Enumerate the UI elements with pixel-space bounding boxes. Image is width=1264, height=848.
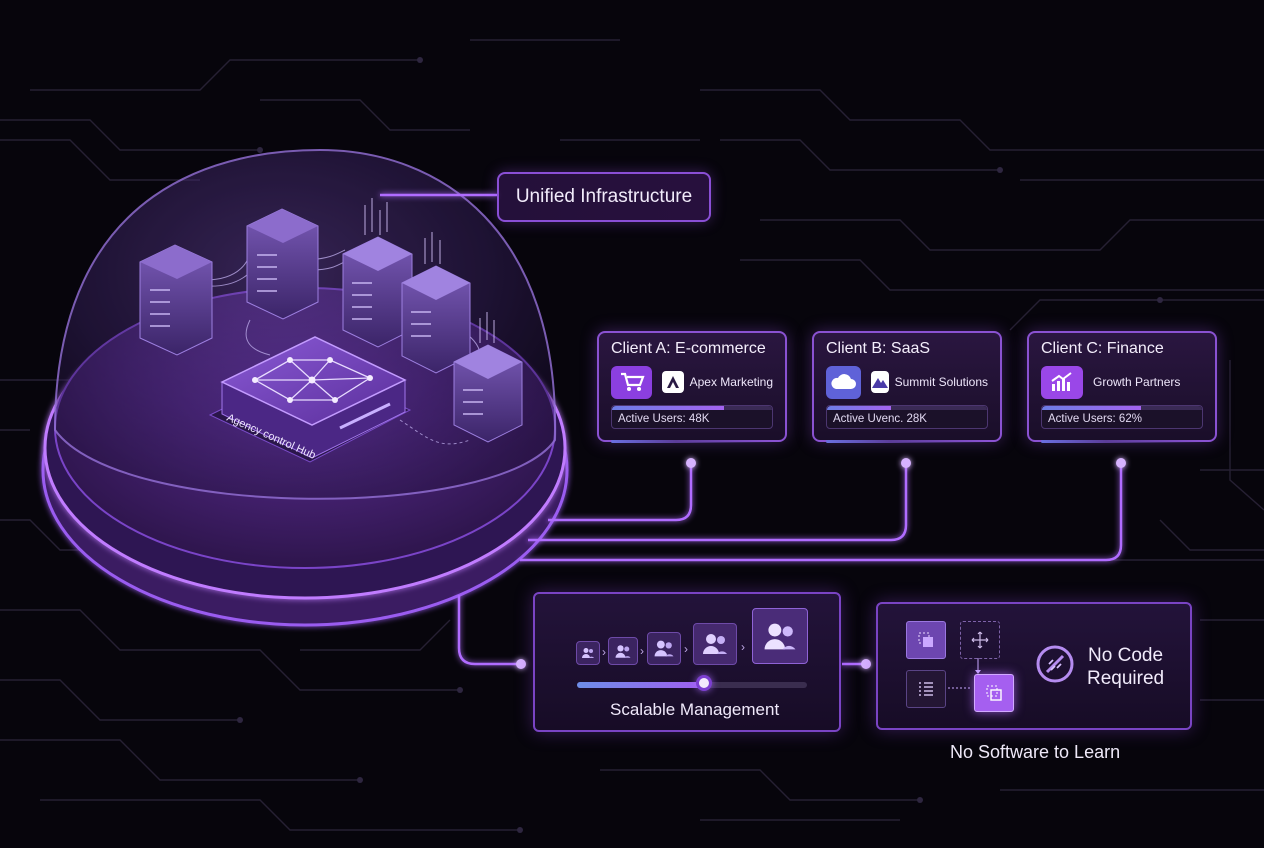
client-card-title: Client A: E-commerce xyxy=(611,340,766,357)
mountain-logo-icon xyxy=(870,371,889,393)
scale-slider-track[interactable] xyxy=(577,682,807,688)
usage-bar-fill xyxy=(1042,406,1142,410)
server-rack-2 xyxy=(246,208,319,320)
active-users-meter: Active Uvenc. 28K xyxy=(826,405,988,429)
server-rack-3 xyxy=(342,236,413,348)
client-card-title: Client B: SaaS xyxy=(826,340,931,357)
connector-lines xyxy=(380,193,1123,666)
components-icon xyxy=(906,621,946,659)
active-users-label: Active Users: 48K xyxy=(618,413,710,425)
client-card-a[interactable]: Client A: E-commerce Apex Marketing Acti… xyxy=(597,331,787,443)
active-users-meter: Active Users: 62% xyxy=(1041,405,1203,429)
users-icon xyxy=(647,632,681,665)
header-title: Unified Infrastructure xyxy=(515,186,693,207)
chevron-right-icon: › xyxy=(640,644,644,658)
server-rack-5 xyxy=(453,344,523,443)
no-code-icon xyxy=(1035,644,1075,684)
client-brand: Growth Partners xyxy=(1093,375,1181,389)
no-code-panel[interactable]: No Code Required xyxy=(876,602,1192,730)
data-beams xyxy=(364,198,495,343)
glass-dome xyxy=(53,148,557,500)
flow-arrows xyxy=(948,658,981,689)
users-icon xyxy=(576,641,600,665)
users-icon xyxy=(693,623,737,665)
scale-slider-fill xyxy=(577,682,704,688)
circuit-pads xyxy=(237,57,1163,833)
client-card-b[interactable]: Client B: SaaS Summit Solutions Active U… xyxy=(812,331,1002,443)
move-icon xyxy=(960,621,1000,659)
server-rack-4 xyxy=(401,265,471,374)
no-software-caption: No Software to Learn xyxy=(950,742,1121,762)
no-code-line2: Required xyxy=(1087,668,1165,689)
active-users-meter: Active Users: 48K xyxy=(611,405,773,429)
cloud-icon xyxy=(826,365,861,399)
scale-slider-handle[interactable] xyxy=(695,675,712,691)
client-card-c[interactable]: Client C: Finance Growth Partners Active… xyxy=(1027,331,1217,443)
usage-bar-fill xyxy=(827,406,891,410)
active-users-label: Active Uvenc. 28K xyxy=(833,413,927,425)
no-code-text: No Code Required xyxy=(1087,644,1164,690)
users-icon xyxy=(608,637,638,665)
client-card-title: Client C: Finance xyxy=(1041,340,1164,357)
server-racks xyxy=(139,198,523,443)
card-accent-line xyxy=(611,440,773,443)
server-rack-1 xyxy=(139,244,213,356)
card-accent-line xyxy=(1041,440,1203,443)
client-brand: Summit Solutions xyxy=(894,375,988,389)
component-drop-icon xyxy=(974,674,1014,712)
usage-bar-fill xyxy=(612,406,724,410)
connector-dots xyxy=(516,458,1126,669)
unified-infrastructure-label: Unified Infrastructure xyxy=(497,172,711,222)
list-icon xyxy=(906,670,946,708)
no-code-line1: No Code xyxy=(1088,645,1164,666)
card-accent-line xyxy=(826,440,988,443)
chevron-right-icon: › xyxy=(602,645,606,659)
active-users-label: Active Users: 62% xyxy=(1048,413,1142,425)
client-brand: Apex Marketing xyxy=(689,375,773,389)
users-icon xyxy=(752,608,808,664)
chevron-right-icon: › xyxy=(684,642,688,656)
shopping-cart-icon xyxy=(611,365,653,399)
scalable-management-panel[interactable]: › › › › Scalable Management xyxy=(533,592,841,732)
chevron-right-icon: › xyxy=(741,640,745,654)
scalable-management-label: Scalable Management xyxy=(610,700,780,719)
growth-chart-icon xyxy=(1041,365,1083,399)
apex-logo-icon xyxy=(662,371,684,393)
